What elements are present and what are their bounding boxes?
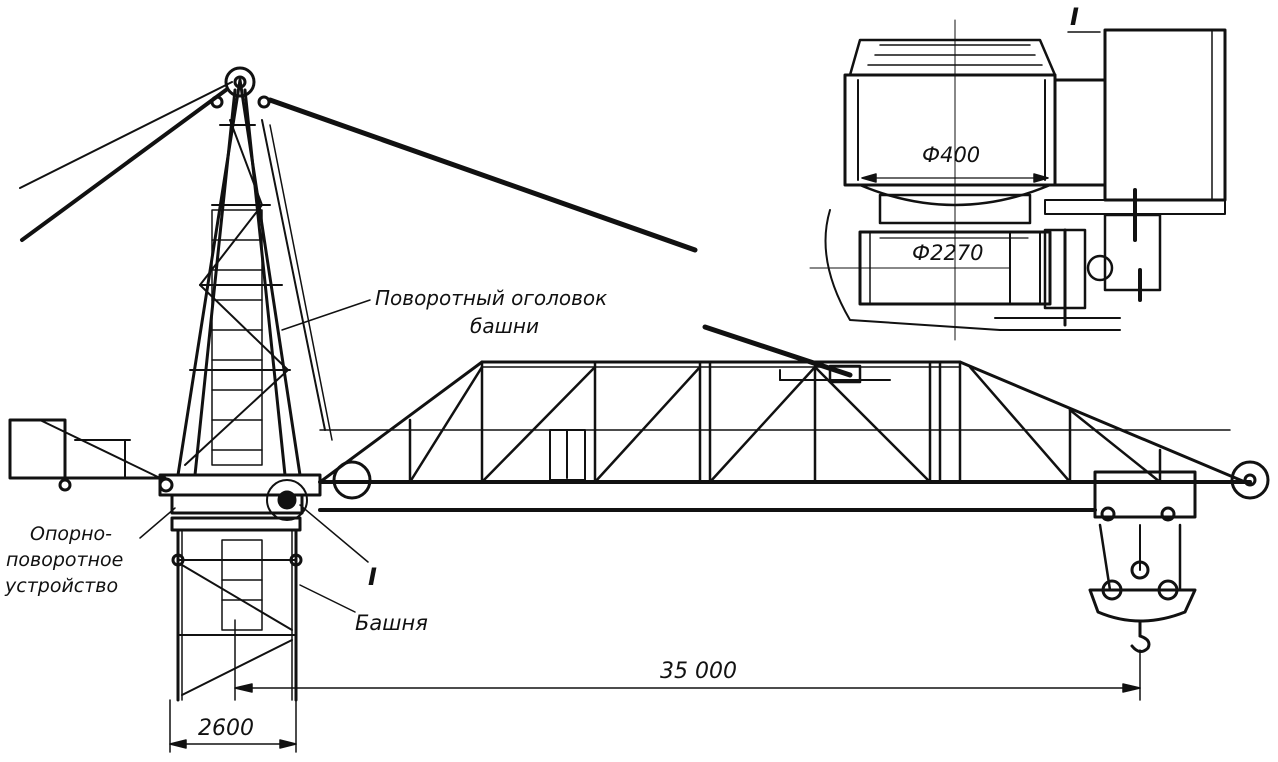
dim-ring-small [861,173,1049,183]
jib-root-sheave [332,460,1270,500]
jib-diagonals [408,365,1162,484]
jib-verticals [408,360,1162,484]
dim-35000 [234,619,1141,701]
detail-marker: I [368,563,377,591]
ring-large-dim: Ф2270 [912,241,984,265]
leader-lines [139,31,1101,613]
dim-2600-value: 2600 [198,716,254,741]
turning-head-label-2: башни [470,314,539,338]
tower [170,516,303,702]
dim-35000-value: 35 000 [660,659,737,684]
tower-head-inner-column [211,209,263,466]
ring-small-dim: Ф400 [922,143,980,167]
jib-mechanism [549,324,891,481]
hook-block [1088,588,1197,653]
dim-2600 [169,699,297,753]
slewing-device-label-3: устройство [4,575,118,597]
detail-i-inset [809,19,1227,341]
turning-head-label: Поворотный оголовок [375,286,607,310]
slewing-device-label-2: поворотное [6,549,123,571]
tower-head [176,78,302,477]
counter-jib [8,418,167,492]
slewing-platform [158,473,322,521]
tower-inner-column [221,539,263,631]
cables [19,81,698,441]
detail-title: I [1070,3,1079,31]
slewing-device-label: Опорно- [30,523,112,545]
tower-label: Башня [355,611,428,635]
trolley [1093,470,1197,601]
